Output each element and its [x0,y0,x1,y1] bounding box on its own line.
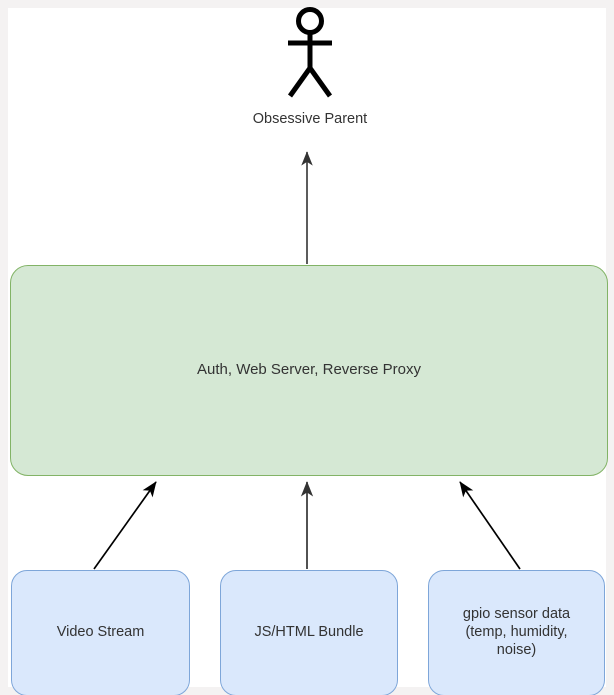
node-gpio-sensor-data[interactable]: gpio sensor data (temp, humidity, noise) [428,570,605,695]
node-video-stream[interactable]: Video Stream [11,570,190,695]
stick-figure-actor-icon[interactable] [280,6,340,101]
node-label: Auth, Web Server, Reverse Proxy [197,361,421,379]
node-js-html-bundle[interactable]: JS/HTML Bundle [220,570,398,695]
node-label: JS/HTML Bundle [254,624,364,641]
node-label: gpio sensor data (temp, humidity, noise) [462,606,571,658]
actor-label: Obsessive Parent [252,111,368,127]
node-label: Video Stream [56,624,145,641]
node-auth-web-server-reverse-proxy[interactable]: Auth, Web Server, Reverse Proxy [10,265,608,476]
